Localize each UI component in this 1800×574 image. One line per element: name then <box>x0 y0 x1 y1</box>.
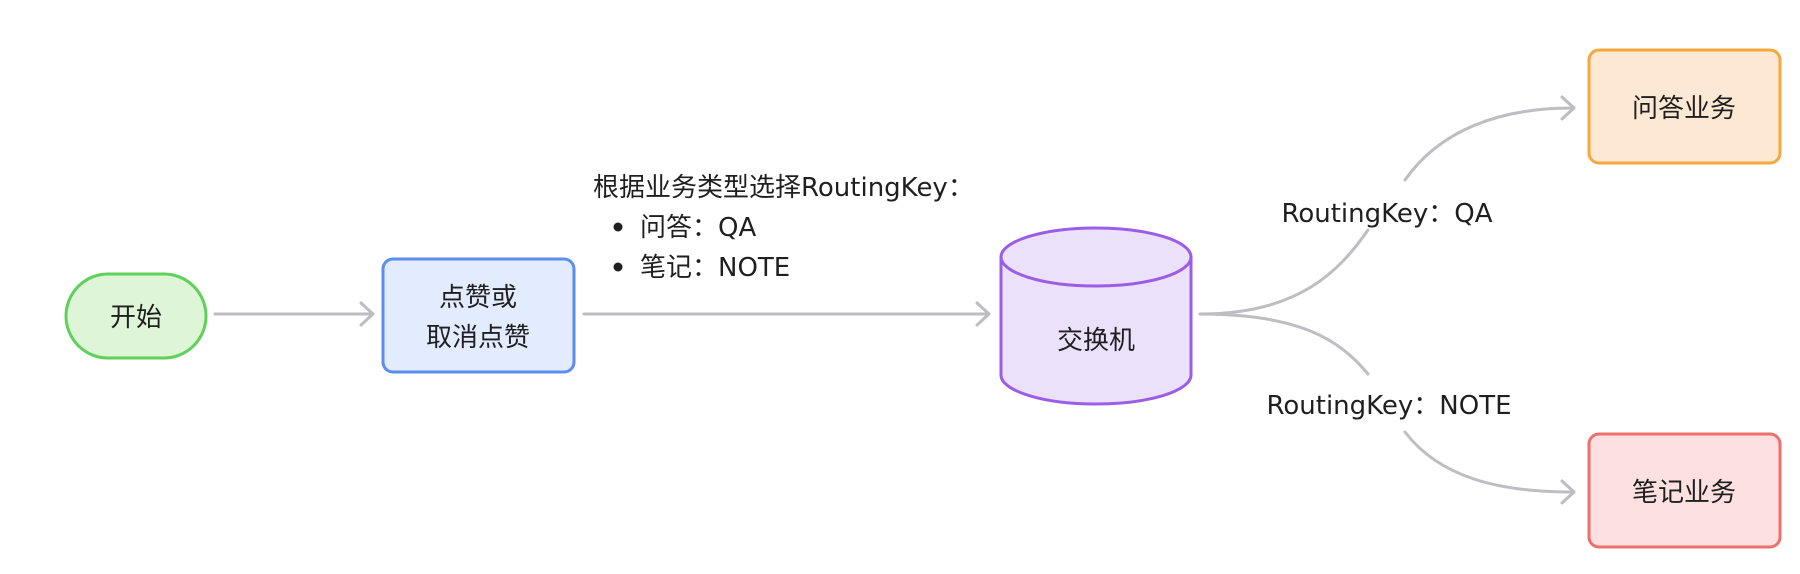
arrowhead-exchange-to-note <box>1560 479 1576 505</box>
node-note-service: 笔记业务 <box>1587 432 1782 549</box>
like-label-line2: 取消点赞 <box>426 323 530 353</box>
edge-label-qa: RoutingKey：QA <box>1281 199 1492 229</box>
edge-exchange-to-qa <box>1198 228 1370 316</box>
arrowhead-start-to-like <box>359 301 375 327</box>
exchange-cylinder-top <box>999 226 1193 288</box>
node-like: 点赞或 取消点赞 <box>381 257 576 374</box>
routing-rule-title: 根据业务类型选择RoutingKey： <box>593 173 974 203</box>
like-shape <box>381 257 576 374</box>
edge-label-note: RoutingKey：NOTE <box>1266 391 1511 421</box>
node-exchange: 交换机 <box>999 226 1193 406</box>
routing-rule-item-note: 笔记：NOTE <box>640 253 790 283</box>
node-start: 开始 <box>64 272 208 360</box>
note-service-shape <box>1587 432 1782 549</box>
edge-exchange-to-note <box>1198 312 1370 376</box>
edge-label-like-to-exchange: 根据业务类型选择RoutingKey： 问答：QA 笔记：NOTE <box>593 173 974 283</box>
arrowhead-exchange-to-qa <box>1560 95 1576 121</box>
start-shape <box>64 272 208 360</box>
qa-service-shape <box>1587 48 1782 165</box>
qa-service-label: 问答业务 <box>1632 94 1736 124</box>
bullet-dot <box>613 262 623 272</box>
like-label-line1: 点赞或 <box>439 283 517 313</box>
edge-exchange-to-note-lower <box>1403 430 1574 494</box>
start-label: 开始 <box>110 303 162 333</box>
edge-exchange-to-qa-upper <box>1403 106 1574 182</box>
exchange-cylinder-body <box>999 257 1193 406</box>
arrowhead-like-to-exchange <box>975 301 991 327</box>
note-service-label: 笔记业务 <box>1632 478 1736 508</box>
exchange-label: 交换机 <box>1057 326 1135 356</box>
bullet-dot <box>613 222 623 232</box>
routing-rule-item-qa: 问答：QA <box>640 213 756 243</box>
node-qa-service: 问答业务 <box>1587 48 1782 165</box>
